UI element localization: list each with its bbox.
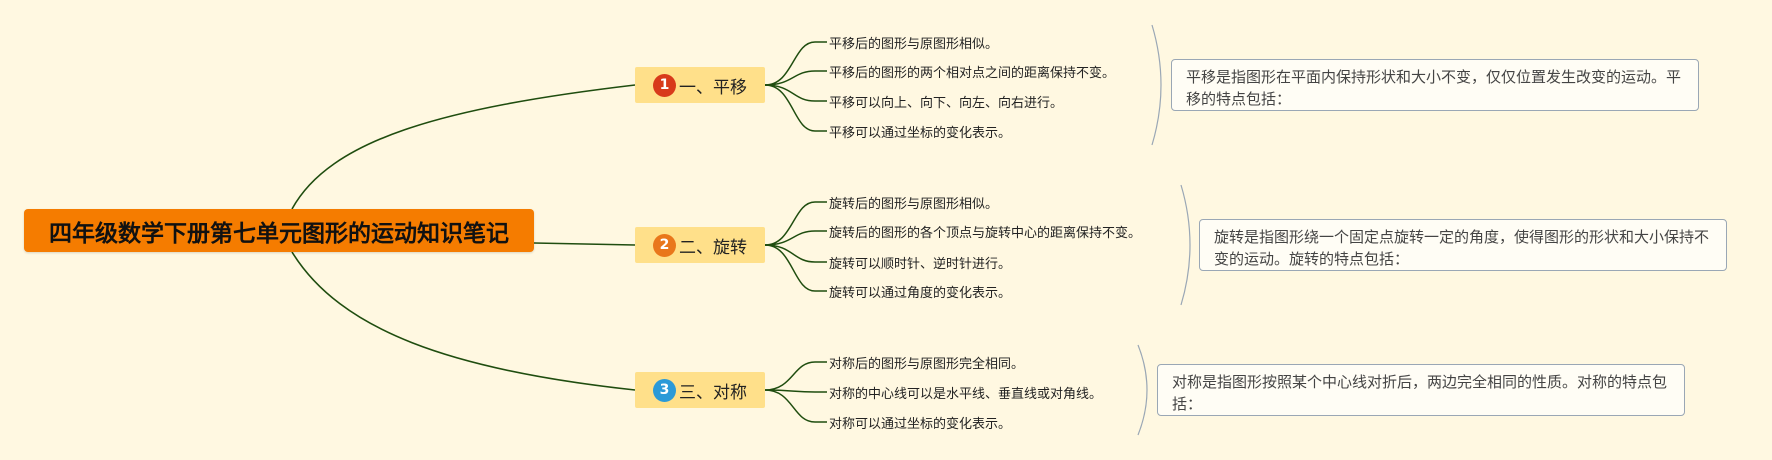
number-badge-3: 3	[653, 378, 676, 402]
summary-text: 平移是指图形在平面内保持形状和大小不变，仅仅位置发生改变的运动。平移的特点包括：	[1186, 68, 1682, 108]
summary-rotation[interactable]: 旋转是指图形绕一个固定点旋转一定的角度，使得图形的形状和大小保持不变的运动。旋转…	[1199, 219, 1727, 271]
leaf-item[interactable]: 对称的中心线可以是水平线、垂直线或对角线。	[829, 387, 1103, 402]
connector-branch-3-leaf-1	[764, 361, 827, 391]
leaf-item[interactable]: 平移后的图形的两个相对点之间的距离保持不变。	[829, 66, 1116, 81]
connector-root-branch-2	[533, 242, 636, 246]
connector-branch-1-leaf-3	[764, 84, 827, 102]
connector-branch-2-leaf-4	[764, 244, 827, 292]
summary-symmetry[interactable]: 对称是指图形按照某个中心线对折后，两边完全相同的性质。对称的特点包括：	[1157, 364, 1685, 416]
branch-symmetry[interactable]: 3 三、对称	[635, 372, 765, 408]
number-badge-1: 1	[653, 73, 676, 97]
branch-translation[interactable]: 1 一、平移	[635, 67, 765, 103]
connector-branch-2-leaf-1	[764, 201, 827, 246]
number-badge-2: 2	[653, 233, 676, 257]
root-topic[interactable]: 四年级数学下册第七单元图形的运动知识笔记	[24, 209, 534, 252]
leaf-item[interactable]: 对称可以通过坐标的变化表示。	[829, 417, 1012, 432]
leaf-item[interactable]: 旋转后的图形的各个顶点与旋转中心的距离保持不变。	[829, 226, 1142, 241]
branch-label: 二、旋转	[679, 237, 747, 258]
summary-text: 旋转是指图形绕一个固定点旋转一定的角度，使得图形的形状和大小保持不变的运动。旋转…	[1214, 228, 1710, 268]
leaf-item[interactable]: 平移可以向上、向下、向左、向右进行。	[829, 96, 1064, 111]
connector-root-branch-3	[291, 251, 636, 391]
connector-branch-1-leaf-4	[764, 84, 827, 132]
branch-label: 一、平移	[679, 77, 747, 98]
bracket-symmetry	[1137, 344, 1148, 436]
connector-branch-3-leaf-2	[764, 389, 827, 393]
leaf-item[interactable]: 平移后的图形与原图形相似。	[829, 37, 999, 52]
branch-label: 三、对称	[679, 382, 747, 403]
leaf-item[interactable]: 平移可以通过坐标的变化表示。	[829, 126, 1012, 141]
connector-branch-1-leaf-1	[764, 41, 827, 86]
summary-text: 对称是指图形按照某个中心线对折后，两边完全相同的性质。对称的特点包括：	[1172, 373, 1668, 413]
connector-branch-3-leaf-3	[764, 389, 827, 423]
connector-branch-2-leaf-2	[764, 230, 827, 246]
connector-root-branch-1	[291, 84, 636, 210]
leaf-item[interactable]: 对称后的图形与原图形完全相同。	[829, 357, 1025, 372]
branch-rotation[interactable]: 2 二、旋转	[635, 227, 765, 263]
bracket-rotation	[1180, 184, 1191, 306]
leaf-item[interactable]: 旋转可以顺时针、逆时针进行。	[829, 257, 1012, 272]
leaf-item[interactable]: 旋转后的图形与原图形相似。	[829, 197, 999, 212]
summary-translation[interactable]: 平移是指图形在平面内保持形状和大小不变，仅仅位置发生改变的运动。平移的特点包括：	[1171, 59, 1699, 111]
root-topic-label: 四年级数学下册第七单元图形的运动知识笔记	[49, 220, 509, 247]
leaf-item[interactable]: 旋转可以通过角度的变化表示。	[829, 286, 1012, 301]
connector-branch-1-leaf-2	[764, 70, 827, 86]
connector-branch-2-leaf-3	[764, 244, 827, 263]
bracket-translation	[1151, 24, 1162, 146]
